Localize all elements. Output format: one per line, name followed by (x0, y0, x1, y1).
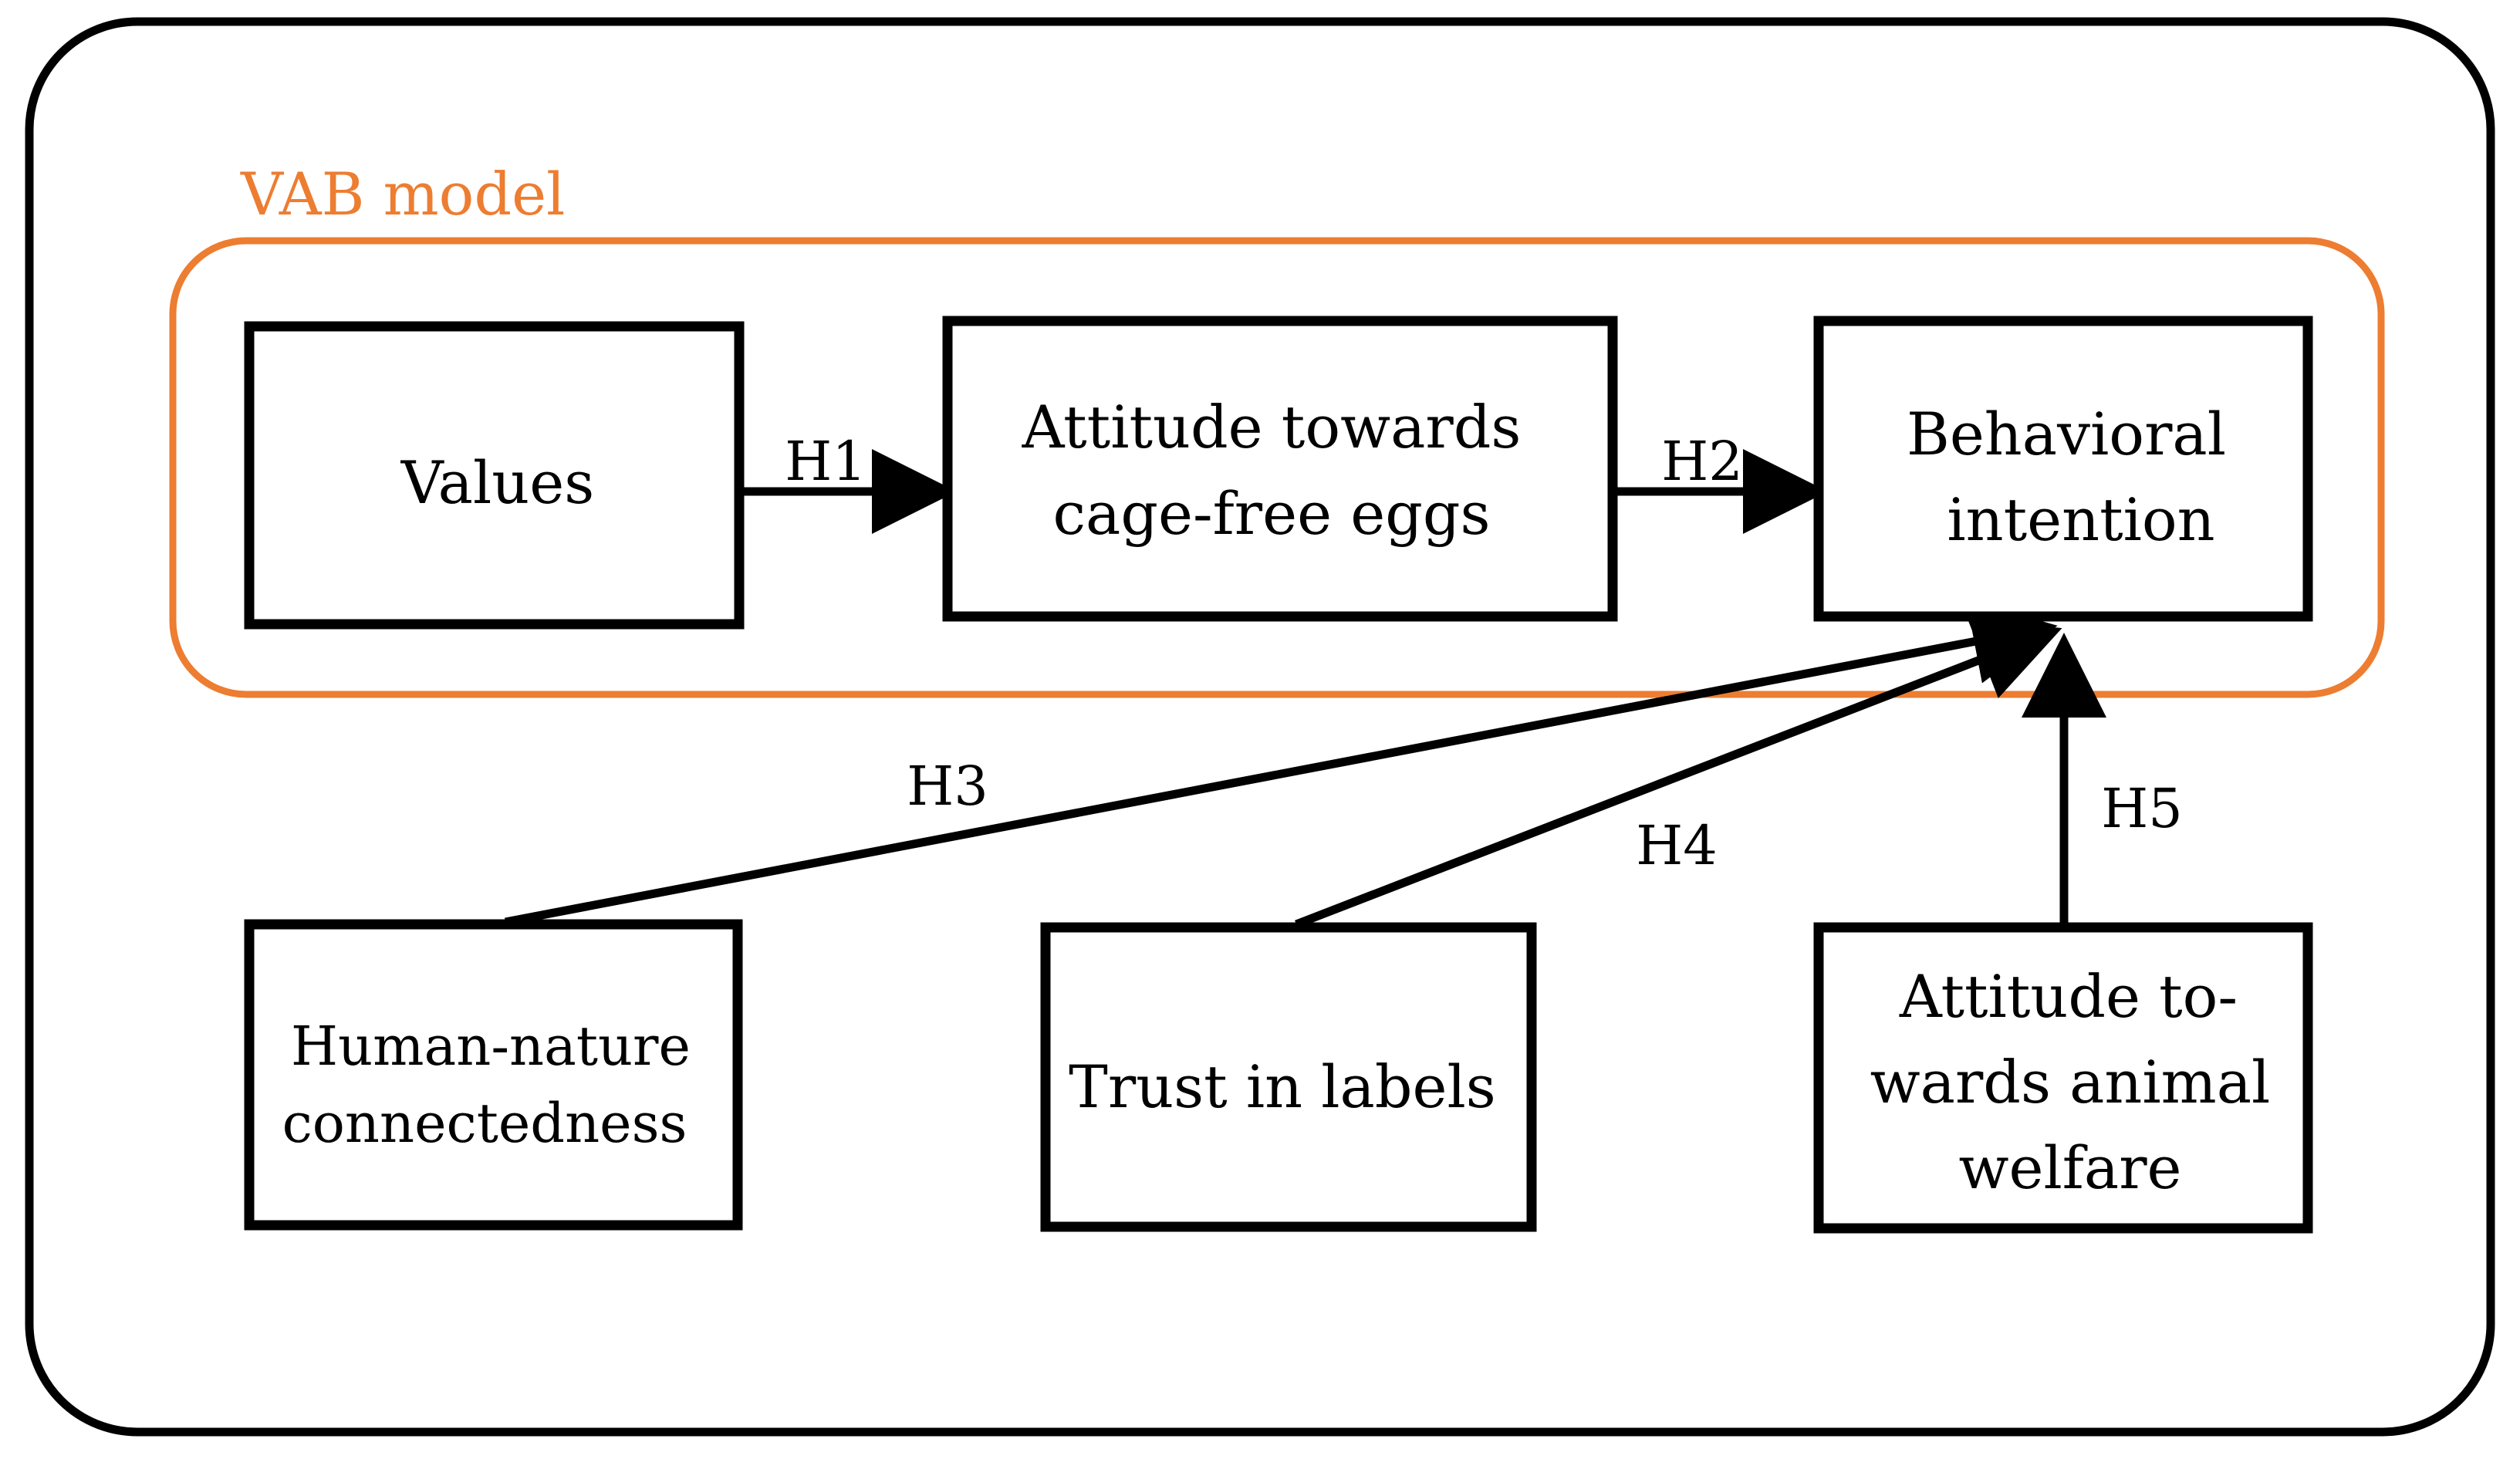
svg-text:welfare: welfare (1958, 1133, 2181, 1202)
edge-h4-arrow (1295, 619, 2062, 929)
svg-text:Human-nature: Human-nature (291, 1015, 691, 1078)
node-attitude-cage-free-eggs: Attitude towards cage-free eggs (942, 316, 1618, 622)
svg-text:Behavioral: Behavioral (1907, 400, 2226, 468)
edge-h3-arrow (504, 599, 2058, 927)
svg-text:Values: Values (400, 448, 594, 517)
node-behavioral-intention: Behavioral intention (1813, 316, 2313, 622)
svg-text:cage-free eggs: cage-free eggs (1052, 479, 1490, 548)
svg-text:wards animal: wards animal (1870, 1048, 2271, 1116)
edge-label-h1: H1 (785, 430, 866, 493)
node-attitude-animal-welfare: Attitude to- wards animal welfare (1813, 922, 2313, 1234)
node-trust-in-labels: Trust in labels (1040, 922, 1537, 1232)
vab-model-group (169, 237, 2385, 698)
edge-label-h5: H5 (2101, 777, 2183, 840)
svg-text:intention: intention (1947, 485, 2214, 554)
vab-model-label: VAB model (240, 160, 565, 228)
svg-text:connectedness: connectedness (282, 1092, 687, 1155)
svg-text:Trust in labels: Trust in labels (1069, 1052, 1496, 1121)
svg-text:Attitude to-: Attitude to- (1899, 962, 2238, 1031)
outer-frame (25, 17, 2495, 1437)
edge-label-h4: H4 (1636, 814, 1718, 877)
edge-label-h2: H2 (1661, 430, 1743, 493)
node-human-nature-connectedness: Human-nature connectedness (244, 919, 743, 1231)
node-values: Values (244, 321, 745, 630)
edge-label-h3: H3 (907, 755, 988, 818)
svg-text:Attitude towards: Attitude towards (1022, 393, 1522, 461)
